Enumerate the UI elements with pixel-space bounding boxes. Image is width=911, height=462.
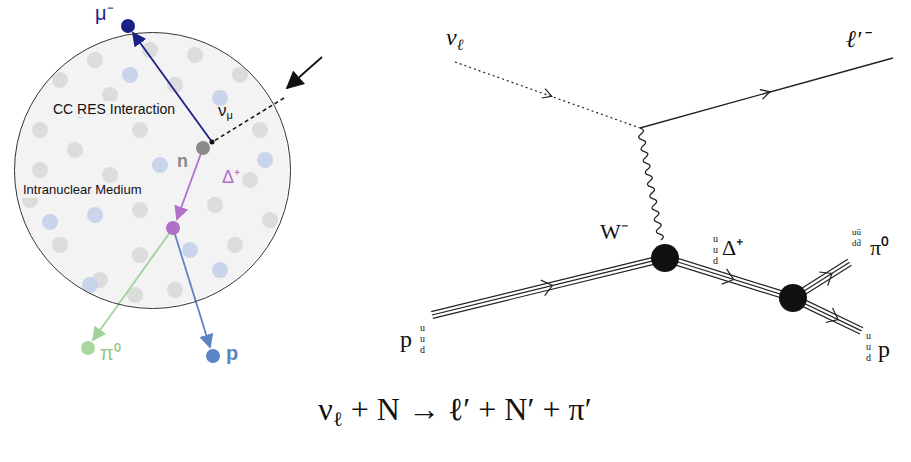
nucleon-dot [87,52,103,68]
quark-label: d [866,352,871,363]
nucleon-dot [152,157,168,173]
nucleon-dot [262,212,278,228]
particle-label: π⁰ [100,342,121,364]
quark-label: uū [852,228,861,238]
w-boson-wave [637,127,664,240]
line-arrow [760,87,771,99]
feynman-label: Δ⁺ [722,236,743,260]
quark-label: u [866,330,871,341]
particle-label: n [177,152,188,172]
muon-track [133,33,212,142]
nucleon-dot [132,202,148,218]
nucleon-dot [67,142,83,158]
nucleon-dot [242,172,258,188]
nucleon-dot [132,122,148,138]
line-arrow [826,308,842,327]
line-arrow [541,278,555,296]
nucleon-dot [82,277,98,293]
quark-line [666,255,794,295]
line-arrow [760,87,771,99]
quark-line [665,258,793,298]
particle-label: Δ⁺ [222,168,240,188]
nucleon-dot [167,282,183,298]
nucleon-dot [32,122,48,138]
quark-line [431,255,664,312]
quark-line [664,261,792,301]
nucleon-dot [207,197,223,213]
vertex-dot [210,140,215,145]
subscript: ℓ [457,36,464,53]
particle-label: p [226,342,238,364]
quark-line [432,258,665,315]
subscript: μ [227,109,233,121]
feynman-label: p [878,336,890,362]
nucleon-dot [182,242,198,258]
quark-label: d [713,255,718,266]
quark-label: u [713,244,718,255]
muon-dot [121,19,135,33]
delta-track [177,148,203,219]
nucleon-dot [132,247,148,263]
pion-dot [81,341,95,355]
particle-label: νμ [218,102,233,121]
quark-label: u [420,333,425,344]
feynman-label: νℓ [446,24,463,50]
nucleon-dot [87,207,103,223]
neutrino-line [455,62,640,128]
nucleon-dot [252,122,268,138]
line-arrow [542,89,554,101]
medium-label: Intranuclear Medium [21,183,144,198]
lepton-line [640,58,893,128]
pointer-arrow [287,57,322,88]
nucleon-dot [52,72,68,88]
quark-label: d [420,344,425,355]
w-boson-wave [637,127,664,240]
nucleon-dot [32,162,48,178]
nucleon-dot [102,167,118,183]
vertex-blob [779,284,807,312]
nucleon-dots [22,42,278,303]
feynman-label: W⁻ [600,220,628,244]
quark-label: u [866,341,871,352]
feynman-label: π⁰ [870,236,889,260]
line-arrow [722,269,736,287]
subscript: ℓ [333,407,343,430]
proton-track [173,228,210,347]
line-arrow [542,89,554,101]
nucleon-dot [187,47,203,63]
proton-triple-line [430,250,667,323]
nucleon-dot [257,152,273,168]
feynman-label: p [400,326,412,352]
nucleon-dot [52,237,68,253]
nucleus-fill [15,33,289,307]
particle-label: μ⁻ [95,2,114,24]
vertex-blob [651,244,679,272]
nucleon-dot [227,237,243,253]
quark-label: dd̄ [852,239,861,249]
feynman-label: ℓ′⁻ [846,26,869,52]
proton-dot [206,349,220,363]
neutrino-track [214,98,284,141]
quark-label: u [713,233,718,244]
reaction-equation: νℓ + N → ℓ′ + N′ + π′ [318,392,591,427]
delta-dot [166,221,180,235]
line-arrow [819,267,836,286]
nucleon-dot [42,214,58,230]
quark-line [433,261,666,318]
interaction-label: CC RES Interaction [51,101,177,117]
quark-label: u [420,322,425,333]
nucleon-dot [122,67,138,83]
pion-track [93,228,173,340]
neutron-dot [196,141,210,155]
nucleus-circle: CC RES InteractionIntranuclear Medium [14,32,291,309]
nucleon-dot [232,67,248,83]
nucleon-dot [212,262,228,278]
